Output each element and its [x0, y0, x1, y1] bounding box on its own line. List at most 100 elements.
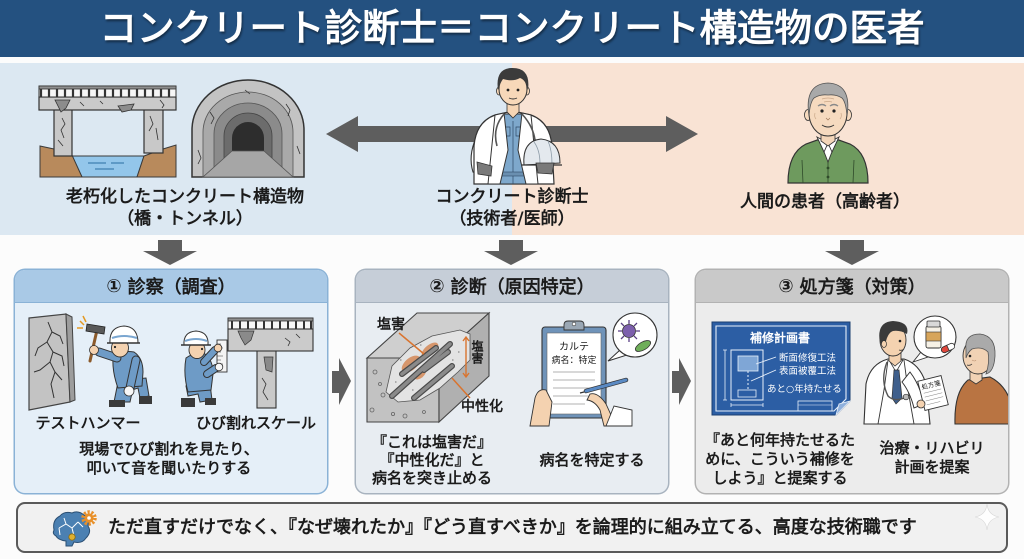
hair: [497, 67, 529, 90]
text-line: しよう』と提案する: [712, 468, 848, 487]
tunnel-floor: [201, 150, 295, 178]
right-arrow-1-icon: [332, 358, 351, 405]
structure-label-line1: 老朽化したコンクリート構造物: [66, 187, 304, 207]
damaged-bridge-girder-illustration: [227, 317, 314, 409]
blueprint-title: 補修計画書: [749, 330, 810, 345]
down-arrow-shape: [143, 240, 197, 265]
crack-scale-label: ひび割れスケール: [195, 414, 317, 432]
diagnostician-label: コンクリート診断士 （技術者/医師）: [436, 186, 589, 230]
tunnel-opening: [232, 122, 264, 151]
blueprint-page-curl: [835, 400, 852, 417]
text-line: 病名を特定する: [539, 451, 645, 469]
step-diagnosis-header: ② 診断（原因特定）: [356, 270, 668, 303]
eye-right: [832, 109, 836, 113]
doctor-eye: [898, 339, 902, 343]
doctor-hand: [916, 399, 926, 409]
river-water: [71, 155, 145, 178]
prescription-paper: 処方箋: [916, 374, 949, 412]
patient-label: 人間の患者（高齢者）: [740, 191, 910, 213]
salt-damage-leader: [398, 332, 425, 355]
blueprint-item: 断面修復工法: [779, 352, 836, 364]
test-hammer-worker-illustration: [77, 315, 152, 407]
chart-lines: [553, 371, 595, 405]
dimension-lines: [723, 349, 764, 407]
text-line: 『中性化だ』と: [379, 451, 485, 469]
brain-neural-lines: [58, 517, 84, 537]
diagnosis-illustrations: 塩害 中性化 カルテ 病名：特定: [365, 311, 658, 427]
capsule-pill-icon: [940, 342, 956, 354]
smile: [821, 124, 835, 128]
patient-eye: [968, 354, 972, 358]
helmet-stripe: [111, 335, 138, 339]
nose: [825, 117, 831, 121]
title-banner: コンクリート診断士＝コンクリート構造物の医者: [0, 0, 1024, 57]
girder-cracks: [261, 333, 301, 401]
step-number: ③: [778, 275, 794, 297]
medical-chart-clipboard-illustration: カルテ 病名：特定: [529, 320, 633, 427]
tunnel-cracks: [197, 89, 301, 165]
penetration-depth-bracket: [462, 335, 470, 379]
glove-left: [476, 161, 493, 177]
worker-boots: [181, 398, 216, 407]
patient-sweater: [954, 376, 1008, 425]
repair-plan-blueprint: 補修計画書 断面修復工法 表面被覆工法 あと○年持たせる: [711, 321, 852, 417]
text-line: 『これは塩害だ』: [371, 433, 493, 451]
diagnosis-left-text: 『これは塩害だ』 『中性化だ』と 病名を突き止める: [372, 433, 492, 487]
chart-title: カルテ: [559, 341, 589, 353]
step-number: ①: [106, 275, 122, 297]
gray-hair: [807, 82, 849, 117]
bottle-label: [925, 331, 942, 342]
aging-tunnel-illustration: [191, 79, 305, 178]
patient-mouth: [966, 363, 973, 366]
text-line: 治療・リハビリ: [879, 438, 985, 457]
helmet-stripe: [184, 338, 208, 342]
step-diagnosis-panel: ② 診断（原因特定） 塩害 中性化: [356, 270, 668, 493]
drawing-repair-area: [737, 355, 759, 372]
brain-shape: [52, 511, 91, 547]
diagnostician-label-line2: （技術者/医師）: [449, 209, 575, 229]
smile: [508, 97, 518, 100]
bridge-top-rail: [38, 85, 177, 90]
pen: [584, 378, 628, 393]
step-examination-header: ① 診察（調査）: [15, 270, 327, 303]
virus-spikes: [618, 320, 640, 342]
doctor-hair: [879, 321, 908, 346]
leader-lines: [750, 356, 777, 382]
glove-right: [535, 162, 555, 175]
impact-spark: [77, 315, 87, 329]
rebar: [390, 342, 454, 400]
down-arrow-diagnostician-icon: [484, 240, 538, 265]
virus-icon: [622, 324, 636, 338]
diagnosis-right-text: 病名を特定する: [539, 451, 644, 469]
wall-cracks: [33, 321, 65, 399]
step-title: 診断（原因特定）: [450, 277, 595, 298]
doctor-arm: [901, 371, 925, 409]
text-line: めに、こういう補修を: [705, 449, 855, 468]
bridge-pier-left: [53, 108, 73, 157]
stethoscope-chestpiece: [902, 393, 910, 401]
drawing-outline: [730, 349, 764, 401]
step-title: 診察（調査）: [127, 277, 236, 298]
cardigan-buttons: [826, 166, 830, 179]
carbonation-leader: [451, 377, 471, 399]
right-arrow-shape: [332, 358, 351, 405]
title-block: [797, 400, 833, 412]
bridge-balusters: [39, 89, 171, 97]
hand-left: [529, 389, 553, 427]
down-arrow-patient-icon: [825, 240, 879, 265]
medicine-speech-bubble: [911, 315, 957, 363]
cardigan-seams: [801, 159, 855, 184]
prescription-left-text: 『あと何年持たせるた めに、こういう補修を しよう』と提案する: [705, 431, 855, 488]
patient-wrinkle: [971, 359, 977, 362]
worker-hand: [89, 345, 99, 355]
analogy-illustrations: [38, 67, 869, 185]
diagnostician-illustration: [470, 67, 562, 185]
girder-balusters: [231, 321, 312, 329]
patient-background: [512, 63, 1024, 235]
analogy-section: 老朽化したコンクリート構造物 （橋・トンネル） コンクリート診断士 （技術者/医…: [0, 63, 1024, 235]
doctor-tie: [891, 369, 903, 405]
eyebrows: [817, 103, 839, 107]
salt-damage-depth-label: 塩害: [470, 340, 484, 364]
gear-large-hole: [87, 516, 91, 520]
text-line: 『あと何年持たせるた: [704, 430, 856, 449]
